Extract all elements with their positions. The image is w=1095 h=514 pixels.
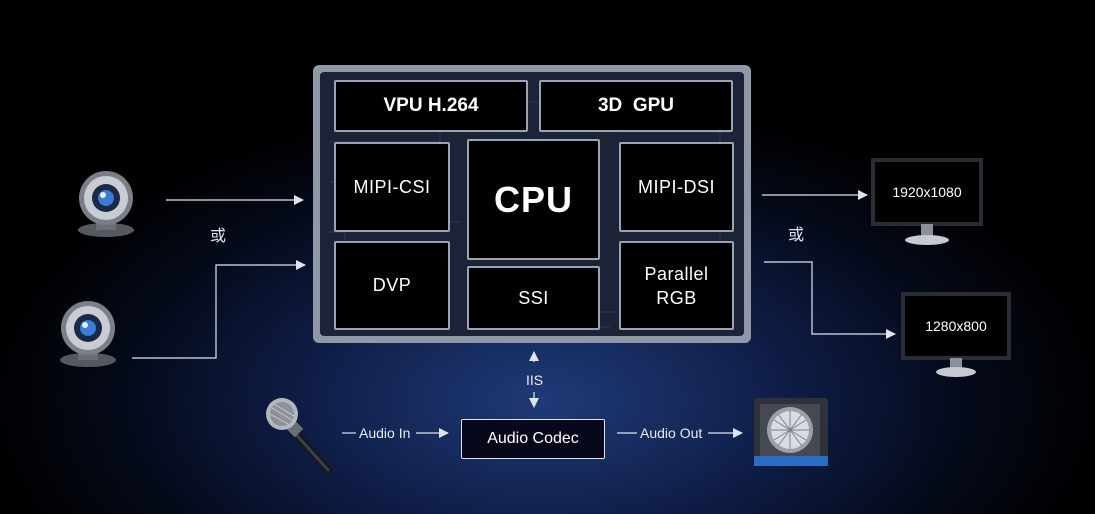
rgb-label: RGB (656, 287, 697, 308)
monitor-screen: 1280x800 (901, 292, 1011, 360)
audio-codec-box: Audio Codec (461, 419, 605, 459)
monitor2-arrow (764, 261, 896, 339)
camera2-arrow (132, 260, 306, 359)
gpu-block: 3D GPU (539, 80, 733, 132)
dvp-block: DVP (334, 241, 450, 330)
top-band (0, 0, 1095, 45)
monitor-screen: 1920x1080 (871, 158, 983, 226)
audio-in-label: Audio In (359, 425, 411, 441)
ssi-label: SSI (518, 287, 549, 308)
monitor-icon (936, 358, 976, 377)
ssi-block: SSI (467, 266, 600, 330)
speaker-icon (754, 398, 828, 466)
vpu-label: VPU H.264 (383, 95, 479, 116)
vpu-block: VPU H.264 (334, 80, 528, 132)
mipi-dsi-label: MIPI-DSI (637, 176, 715, 197)
mipi-csi-block: MIPI-CSI (334, 142, 450, 232)
or-label-left: 或 (210, 228, 227, 245)
monitor-1920x1080: 1920x1080 (871, 158, 983, 248)
camera-icon (78, 171, 134, 237)
audio-out-label: Audio Out (640, 425, 703, 441)
camera-icon (60, 301, 116, 367)
parallel-rgb-block: Parallel RGB (619, 241, 734, 330)
monitor-1280x800: 1280x800 (901, 292, 1011, 380)
monitor-icon (905, 224, 949, 245)
cpu-block: CPU (467, 139, 600, 260)
resolution-label: 1920x1080 (892, 184, 962, 200)
mipi-dsi-block: MIPI-DSI (619, 142, 734, 232)
dvp-label: DVP (372, 275, 412, 295)
iis-label: IIS (526, 372, 544, 388)
or-label-right: 或 (788, 227, 805, 244)
gpu-label: 3D GPU (597, 95, 675, 116)
microphone-icon (266, 398, 333, 474)
mipi-csi-label: MIPI-CSI (353, 176, 431, 197)
parallel-label: Parallel (644, 263, 709, 284)
cpu-label: CPU (493, 178, 573, 220)
resolution-label: 1280x800 (925, 318, 987, 334)
audio-codec-label: Audio Codec (487, 430, 579, 447)
